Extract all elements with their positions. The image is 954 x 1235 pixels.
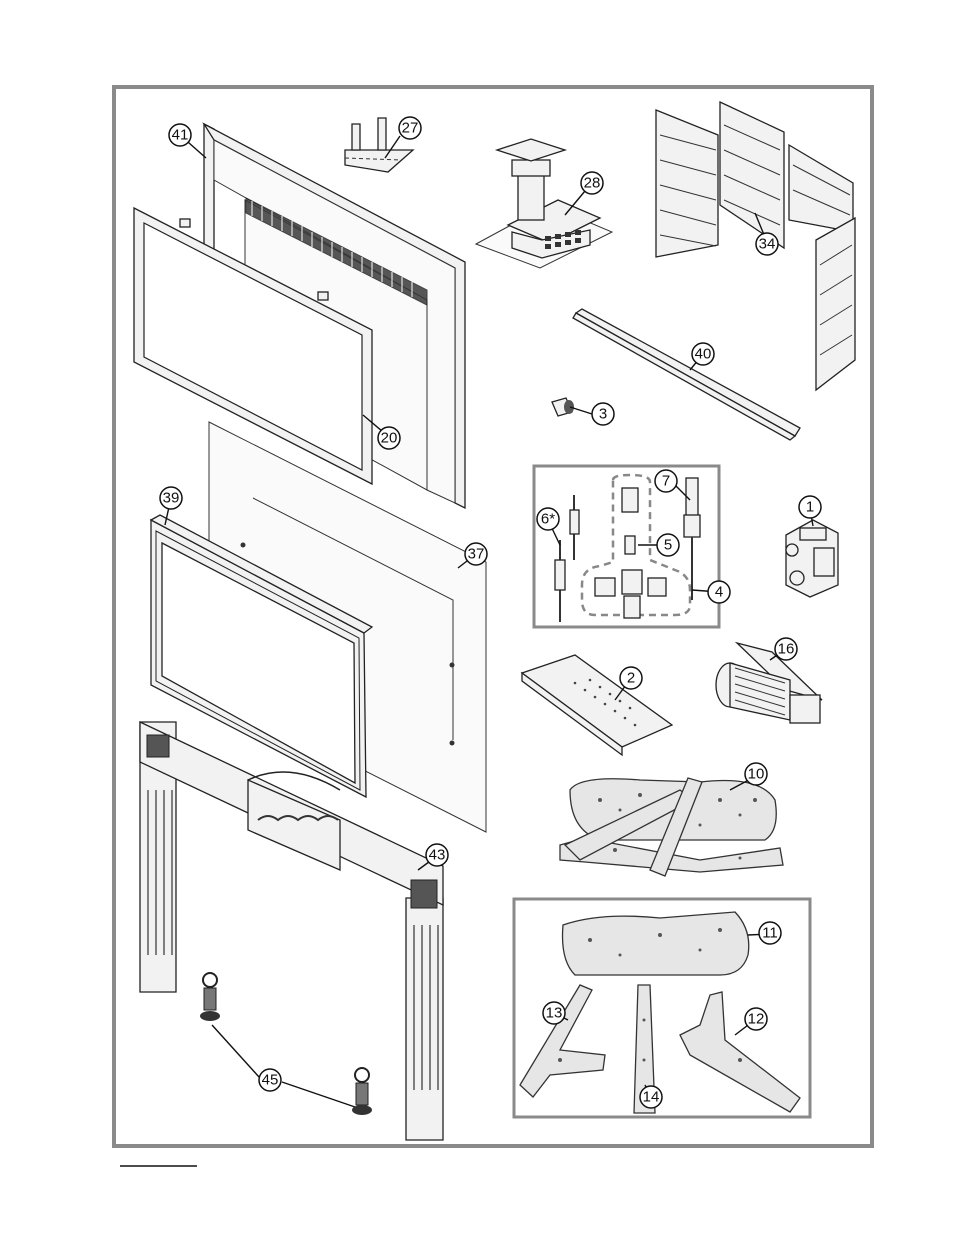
svg-text:40: 40 — [695, 346, 712, 363]
part-28-vent-cap — [474, 138, 614, 269]
part-20-glass-frame — [133, 206, 373, 486]
callout-4: 4 — [707, 580, 731, 604]
callout-2: 2 — [619, 666, 643, 690]
callout-41: 41 — [168, 123, 192, 147]
svg-text:14: 14 — [643, 1089, 660, 1106]
callout-43: 43 — [425, 843, 449, 867]
callout-16: 16 — [774, 637, 798, 661]
callout-12: 12 — [744, 1007, 768, 1031]
callout-34: 34 — [755, 232, 779, 256]
callout-3: 3 — [591, 402, 615, 426]
svg-text:16: 16 — [778, 641, 795, 658]
svg-text:37: 37 — [468, 546, 485, 563]
valve-group-box — [532, 464, 721, 629]
valve-group-parts — [554, 473, 701, 622]
log-group-parts — [519, 911, 801, 1114]
log-group-box — [512, 897, 812, 1119]
part-10-log-set — [559, 777, 784, 877]
svg-text:10: 10 — [748, 766, 765, 783]
part-45-leveling-feet — [200, 972, 372, 1115]
svg-text:7: 7 — [662, 473, 670, 490]
diagram-frame — [112, 85, 874, 1148]
callout-45: 45 — [258, 1068, 282, 1092]
svg-text:6*: 6* — [541, 511, 555, 528]
svg-text:12: 12 — [748, 1011, 765, 1028]
part-43-mantel — [139, 720, 444, 1141]
svg-text:1: 1 — [806, 499, 814, 516]
part-1-gas-valve — [785, 519, 839, 598]
callout-14: 14 — [639, 1085, 663, 1109]
svg-text:39: 39 — [163, 490, 180, 507]
callout-5: 5 — [656, 533, 680, 557]
callout-1: 1 — [798, 495, 822, 519]
part-2-burner — [520, 654, 674, 757]
callout-28: 28 — [580, 171, 604, 195]
svg-text:28: 28 — [584, 175, 601, 192]
svg-text:13: 13 — [546, 1005, 563, 1022]
callout-13: 13 — [542, 1001, 566, 1025]
svg-text:27: 27 — [402, 120, 419, 137]
callout-7: 7 — [654, 469, 678, 493]
svg-text:4: 4 — [715, 584, 723, 601]
callout-20: 20 — [377, 426, 401, 450]
part-34-firebrick-panels — [655, 100, 856, 392]
part-39-front-trim — [149, 514, 374, 799]
callout-10: 10 — [744, 762, 768, 786]
svg-text:41: 41 — [172, 127, 189, 144]
svg-text:3: 3 — [599, 406, 607, 423]
callout-11: 11 — [758, 921, 782, 945]
callout-40: 40 — [691, 342, 715, 366]
svg-text:11: 11 — [762, 925, 778, 942]
callout-39: 39 — [159, 486, 183, 510]
svg-text:2: 2 — [627, 670, 635, 687]
part-16-blower — [715, 641, 823, 724]
callout-37: 37 — [464, 542, 488, 566]
svg-text:34: 34 — [759, 236, 776, 253]
svg-text:5: 5 — [664, 537, 672, 554]
part-3-fitting — [551, 397, 574, 417]
svg-text:43: 43 — [429, 847, 446, 864]
svg-text:20: 20 — [381, 430, 398, 447]
svg-text:45: 45 — [262, 1072, 279, 1089]
callout-6: 6* — [536, 507, 560, 531]
part-40-rail — [572, 308, 801, 441]
callout-27: 27 — [398, 116, 422, 140]
